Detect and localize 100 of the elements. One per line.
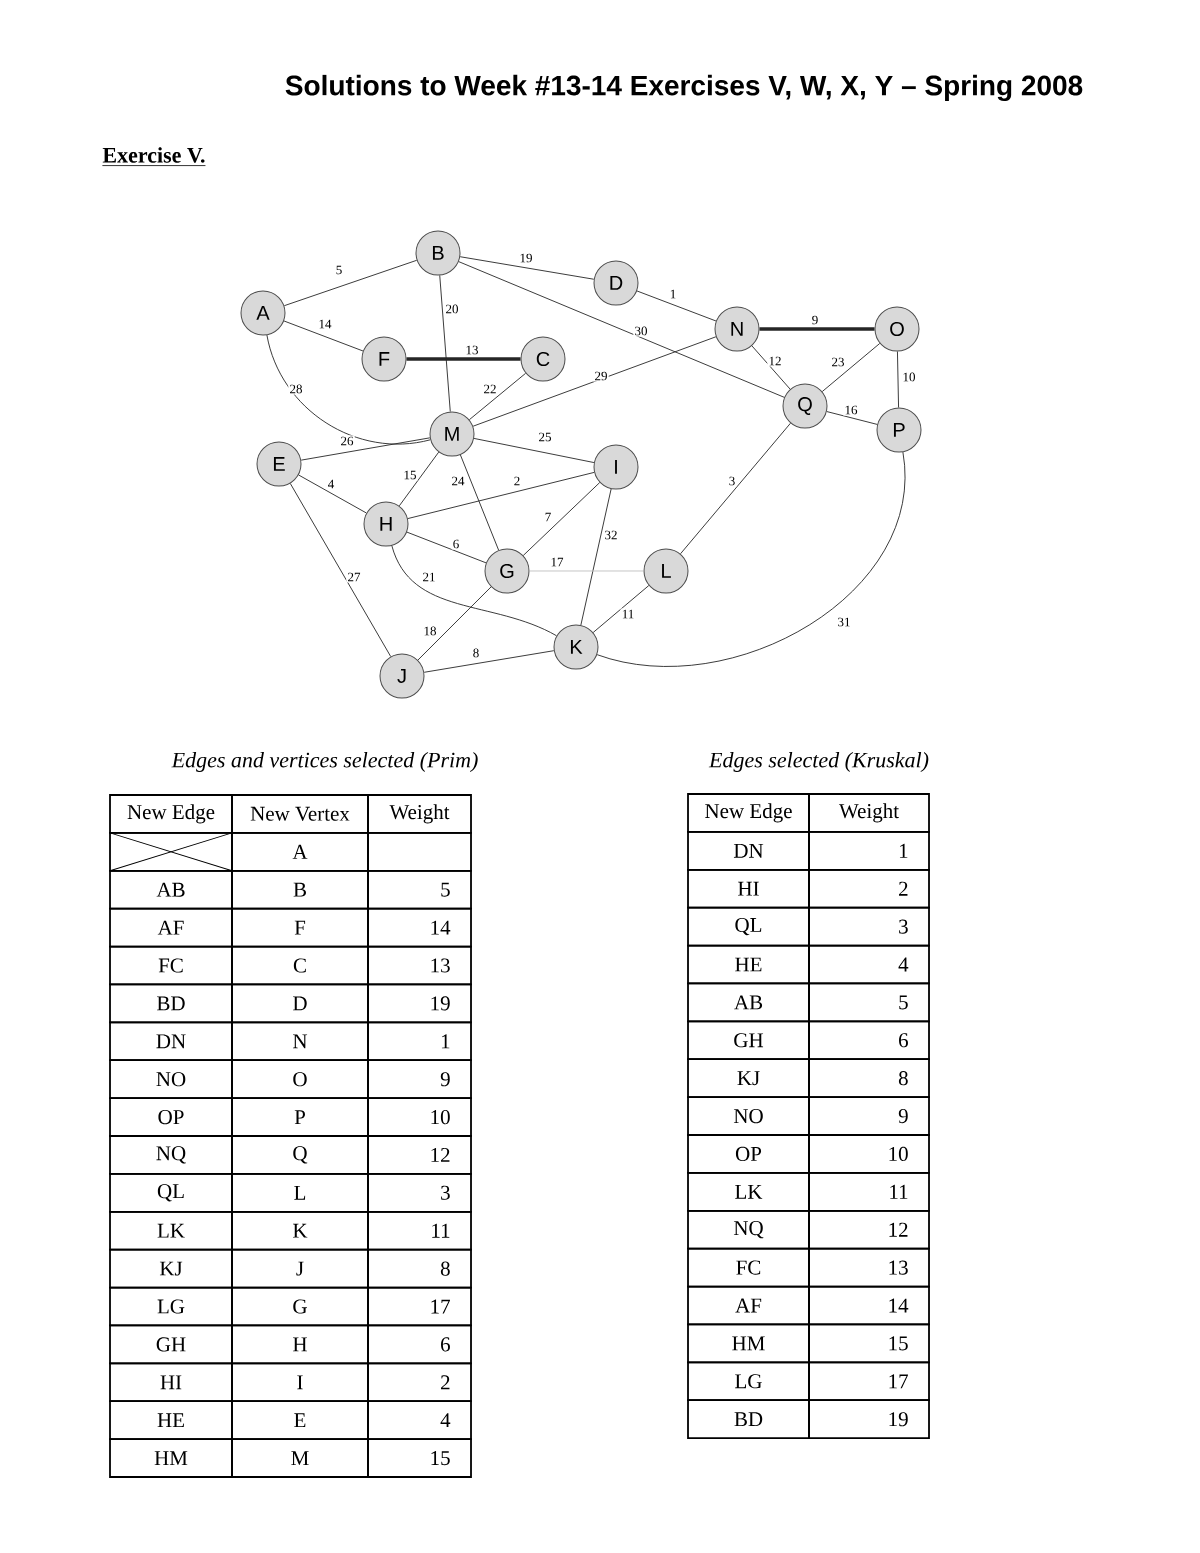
edge-line	[459, 454, 500, 551]
edge-label: 2	[512, 475, 522, 487]
table-cell: G	[231, 1286, 369, 1327]
edge-label: 27	[346, 571, 362, 583]
table-cell: 4	[367, 1400, 472, 1440]
edge-label: 12	[767, 355, 783, 367]
table-cell: P	[231, 1097, 369, 1137]
table-cell: GH	[109, 1324, 233, 1365]
table-cell: 1	[808, 831, 930, 871]
table-cell: BD	[687, 1399, 810, 1439]
table-cell: QL	[109, 1173, 233, 1213]
table-cell: FC	[109, 945, 233, 986]
edge-label: 22	[482, 383, 498, 395]
table-cell: O	[231, 1059, 369, 1099]
edge-line	[458, 261, 785, 398]
table-cell: OP	[687, 1134, 810, 1174]
table-cell: 4	[808, 944, 930, 985]
edge-label: 11	[620, 608, 636, 620]
table-cell: AB	[687, 982, 810, 1023]
edge-label: 4	[326, 478, 336, 490]
edge-line	[522, 482, 601, 556]
table-cell: 1	[367, 1021, 472, 1062]
edge-label: 20	[444, 303, 460, 315]
edge-line	[391, 545, 557, 637]
table-cell: 14	[808, 1285, 930, 1326]
edge-label: 14	[317, 318, 333, 330]
edge-label: 28	[288, 383, 304, 395]
table-cell: 10	[808, 1134, 930, 1174]
table-cell: GH	[687, 1020, 810, 1061]
table-cell: 15	[808, 1323, 930, 1364]
edge-label: 25	[537, 431, 553, 443]
edge-label: 19	[518, 252, 534, 264]
edge-label: 6	[451, 538, 461, 550]
table-cell: J	[231, 1248, 369, 1289]
table-cell: AF	[109, 907, 233, 948]
heading: Exercise V.	[102, 147, 206, 166]
table-cell: 14	[367, 907, 472, 948]
table-cell: 5	[808, 982, 930, 1023]
table-cell: 6	[367, 1324, 472, 1365]
table-cell: M	[231, 1438, 369, 1478]
table-cell: A	[231, 832, 369, 872]
table-cell: OP	[109, 1097, 233, 1137]
edge-label: 18	[422, 625, 438, 637]
table-cell: L	[231, 1173, 369, 1213]
edge-label: 10	[901, 371, 917, 383]
table-cell: New Edge	[109, 794, 233, 834]
table-cell: 10	[367, 1097, 472, 1137]
table-cell: NO	[109, 1059, 233, 1099]
table-cell: DN	[687, 831, 810, 871]
table-cell: HI	[109, 1362, 233, 1403]
table-cell: AB	[109, 869, 233, 910]
table-cell: 13	[808, 1247, 930, 1288]
table-cell: LK	[687, 1172, 810, 1212]
edge-label: 17	[549, 556, 565, 568]
table-cell: New Vertex	[231, 794, 369, 834]
table-cell: HI	[687, 868, 810, 909]
edge-line	[283, 320, 364, 352]
edge-label: 8	[471, 647, 481, 659]
table-cell: HM	[109, 1438, 233, 1478]
table-cell: KJ	[687, 1058, 810, 1098]
edge-line	[266, 334, 431, 445]
table-cell: Weight	[808, 793, 930, 833]
edge-line	[592, 585, 650, 633]
edge-label: 16	[843, 404, 859, 416]
table-cell: New Edge	[687, 793, 810, 833]
table-cell: 12	[808, 1209, 930, 1250]
table-cell: NO	[687, 1096, 810, 1136]
edge-line	[423, 650, 555, 673]
edge-line	[468, 372, 527, 421]
edge-line	[406, 357, 521, 361]
edge-line	[826, 411, 878, 425]
table-cell: 2	[808, 868, 930, 909]
edge-line	[473, 438, 595, 463]
table-cell: 19	[367, 983, 472, 1024]
table-cell: 19	[808, 1399, 930, 1439]
table-caption: Edges and vertices selected (Prim)	[171, 752, 478, 772]
edge-label: 31	[836, 616, 852, 628]
edge-label: 15	[402, 469, 418, 481]
edge-label: 29	[593, 370, 609, 382]
table-cell: B	[231, 869, 369, 910]
edge-label: 9	[810, 314, 820, 326]
table-cell: HE	[109, 1400, 233, 1440]
edge-line	[897, 351, 900, 408]
table-cell: 11	[808, 1172, 930, 1212]
table-cell: LG	[109, 1286, 233, 1327]
table-cell: I	[231, 1362, 369, 1403]
table-cell: 9	[367, 1059, 472, 1099]
table-cell: 2	[367, 1362, 472, 1403]
edge-line	[406, 531, 487, 564]
table-cell: LK	[109, 1210, 233, 1251]
table-cell: 3	[367, 1173, 472, 1213]
table-cell: E	[231, 1400, 369, 1440]
table-cell: HE	[687, 944, 810, 985]
table-cell: 13	[367, 945, 472, 986]
edge-line	[472, 336, 717, 427]
table-cell: KJ	[109, 1248, 233, 1289]
edge-line	[759, 327, 875, 331]
table-cell: 8	[808, 1058, 930, 1098]
edge-label: 7	[543, 511, 553, 523]
table-cell: D	[231, 983, 369, 1024]
